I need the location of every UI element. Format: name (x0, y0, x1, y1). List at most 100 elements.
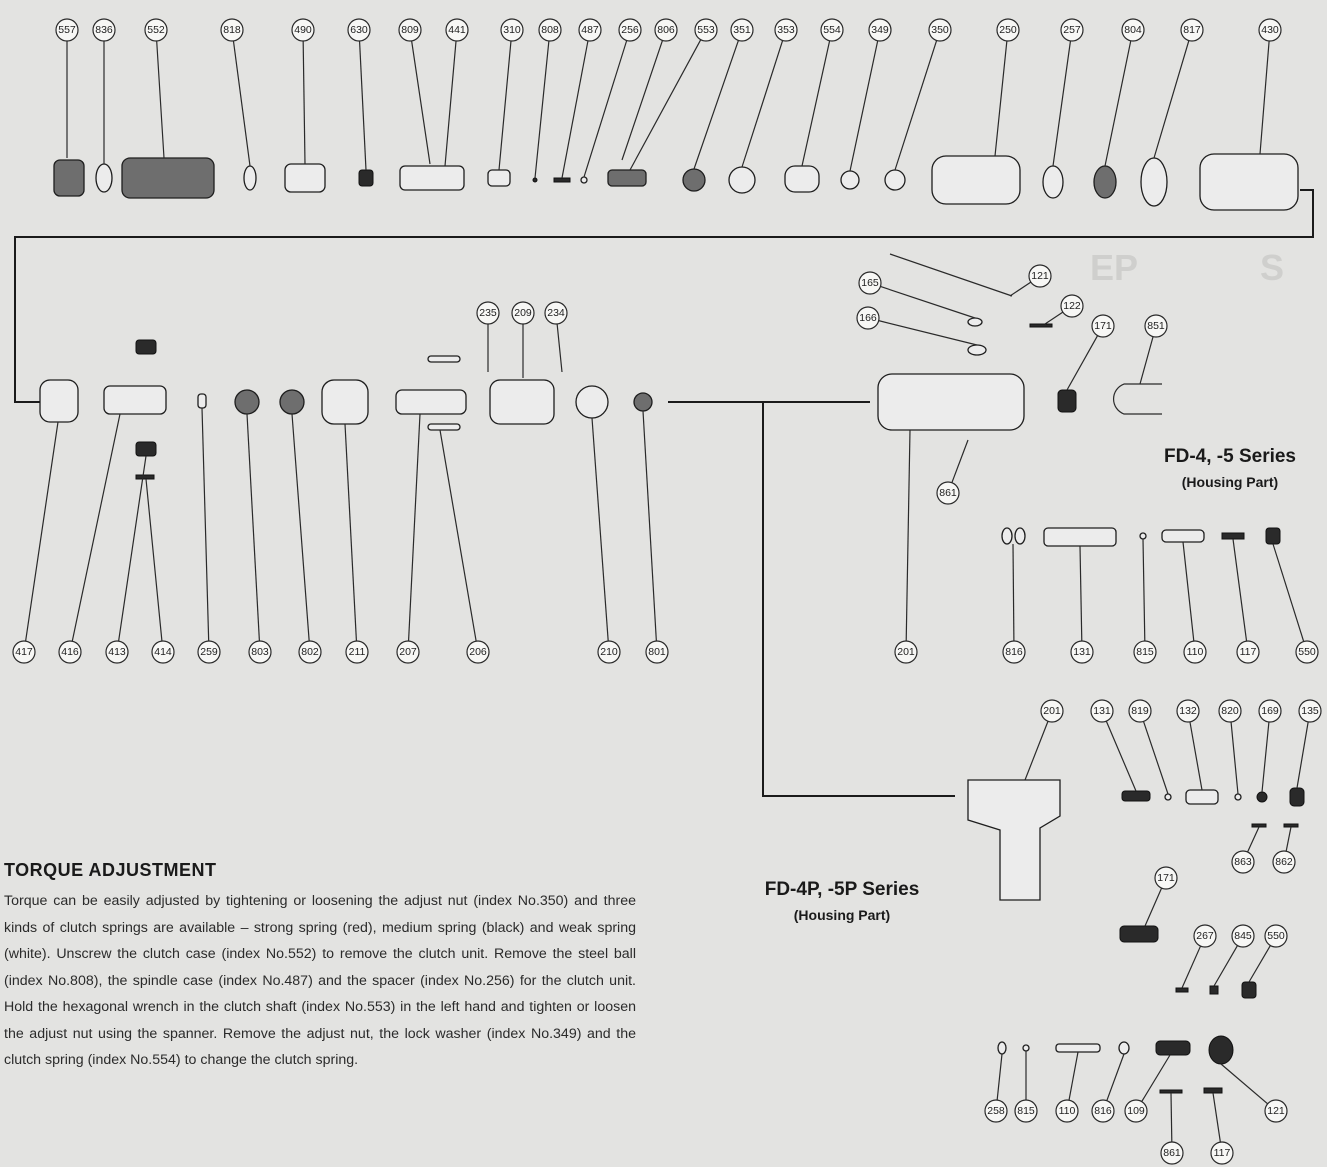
callout-131: 131 (1070, 640, 1094, 664)
leader-line-201 (905, 429, 911, 642)
callout-845: 845 (1231, 924, 1255, 948)
fd45-series-title: FD-4, -5 Series (1164, 446, 1296, 467)
leader-line-553 (629, 39, 702, 171)
part-349 (840, 170, 860, 190)
callout-circle (645, 640, 669, 664)
leader-line-171 (1144, 887, 1163, 927)
callout-circle (1176, 699, 1200, 723)
part-169-p (1256, 791, 1268, 803)
callout-number: 109 (1127, 1105, 1145, 1117)
svg-text:EP: EP (1090, 247, 1138, 288)
leader-line-250 (994, 40, 1008, 157)
callout-number: 806 (657, 24, 675, 36)
callout-circle (1264, 924, 1288, 948)
callout-117: 117 (1210, 1141, 1234, 1165)
part-817 (1140, 157, 1168, 207)
callout-number: 815 (1136, 646, 1154, 658)
housing-p-connector-line (762, 402, 955, 797)
leader-line-413 (118, 455, 147, 642)
leader-line-487 (561, 40, 589, 179)
callout-number: 815 (1017, 1105, 1035, 1117)
leader-line-845 (1213, 945, 1239, 987)
part-430 (1199, 153, 1299, 211)
leader-line-817 (1153, 40, 1190, 159)
callout-number: 441 (448, 24, 466, 36)
part-131-p (1121, 790, 1151, 802)
callout-circle (1091, 314, 1115, 338)
leader-line-206 (439, 429, 477, 642)
callout-808: 808 (538, 18, 562, 42)
leader-line-131 (1079, 545, 1083, 642)
part-250 (931, 155, 1021, 205)
callout-number: 803 (251, 646, 269, 658)
callout-166: 166 (856, 306, 880, 330)
leader-line-802 (291, 413, 310, 642)
leader-line-165 (880, 285, 976, 319)
leader-line-862 (1285, 826, 1292, 852)
part-117-p (1203, 1087, 1223, 1094)
callout-number: 554 (823, 24, 841, 36)
callout-circle (511, 301, 535, 325)
callout-110: 110 (1183, 640, 1207, 664)
part-553 (607, 169, 647, 187)
part-201-housing (877, 373, 1025, 431)
callout-863: 863 (1231, 850, 1255, 874)
callout-circle (398, 18, 422, 42)
callout-169: 169 (1258, 699, 1282, 723)
callout-430: 430 (1258, 18, 1282, 42)
callout-258: 258 (984, 1099, 1008, 1123)
torque-adjustment-body: Torque can be easily adjusted by tighten… (4, 893, 636, 1068)
callout-circle (1298, 699, 1322, 723)
callout-number: 210 (600, 646, 618, 658)
callout-820: 820 (1218, 699, 1242, 723)
part-206-b (427, 423, 461, 431)
part-258-p (997, 1041, 1007, 1055)
part-414 (135, 474, 155, 480)
part-210 (575, 385, 609, 419)
part-121-rod (889, 253, 1013, 297)
leader-line-430 (1259, 40, 1270, 155)
part-851 (1112, 383, 1162, 415)
callout-number: 413 (108, 646, 126, 658)
part-353 (728, 166, 756, 194)
callout-806: 806 (654, 18, 678, 42)
part-122 (1029, 323, 1053, 328)
callout-number: 630 (350, 24, 368, 36)
callout-815: 815 (1133, 640, 1157, 664)
callout-circle (1060, 294, 1084, 318)
part-550-p (1241, 981, 1257, 999)
leader-line-417 (25, 421, 59, 642)
callout-number: 201 (1043, 705, 1061, 717)
callout-circle (694, 18, 718, 42)
callout-number: 267 (1196, 930, 1214, 942)
leader-line-552 (156, 40, 165, 159)
callout-circle (1218, 699, 1242, 723)
callout-circle (1264, 1099, 1288, 1123)
callout-number: 117 (1240, 646, 1257, 658)
part-808 (532, 177, 538, 183)
callout-819: 819 (1128, 699, 1152, 723)
callout-816: 816 (1091, 1099, 1115, 1123)
leader-line-117 (1232, 538, 1248, 642)
callout-552: 552 (144, 18, 168, 42)
fd45p-series-title: FD-4P, -5P Series (764, 879, 920, 900)
callout-circle (197, 640, 221, 664)
callout-circle (544, 301, 568, 325)
callout-circle (538, 18, 562, 42)
part-209 (489, 379, 555, 425)
part-863-p (1251, 823, 1267, 828)
callout-number: 809 (401, 24, 419, 36)
callout-circle (1133, 640, 1157, 664)
callout-circle (1070, 640, 1094, 664)
callout-number: 257 (1063, 24, 1081, 36)
leader-line-851 (1139, 336, 1154, 385)
callout-235: 235 (476, 301, 500, 325)
callout-number: 349 (871, 24, 889, 36)
callout-414: 414 (151, 640, 175, 664)
leader-line-132 (1189, 721, 1203, 791)
callout-206: 206 (466, 640, 490, 664)
callout-817: 817 (1180, 18, 1204, 42)
callout-number: 235 (479, 307, 497, 319)
callout-circle (654, 18, 678, 42)
callout-number: 816 (1094, 1105, 1112, 1117)
